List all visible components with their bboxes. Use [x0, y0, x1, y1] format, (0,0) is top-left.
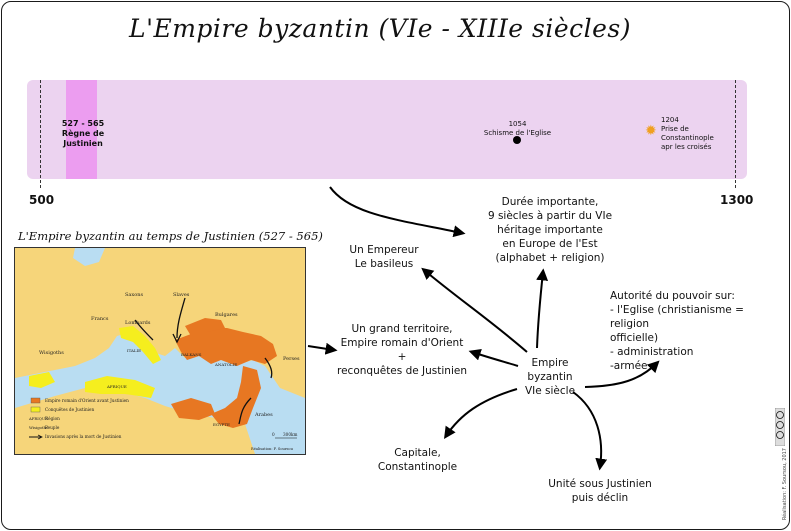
map-label-italie: ITALIE — [127, 348, 141, 353]
map-caption: L'Empire byzantin au temps de Justinien … — [18, 229, 323, 243]
event-1204: 1204 Prise de Constantinople apr les cro… — [661, 116, 714, 152]
arrow-center-to-territory — [468, 348, 519, 367]
event-1054-year: 1054 — [508, 120, 527, 128]
timeline-start-line — [40, 80, 41, 188]
map-label-egypte: EGYPTE — [213, 422, 230, 427]
reign-label: 527 - 565 Règne de Justinien — [58, 119, 108, 149]
duration-line-5: (alphabet + religion) — [495, 252, 605, 264]
arrow-center-to-emperor — [421, 267, 528, 353]
map-label-wisigoths: Wisigoths — [39, 350, 64, 356]
capital-line-2: Constantinople — [377, 461, 458, 473]
map-label-balkans: BALKANS — [181, 352, 202, 357]
map-label-afrique: AFRIQUE — [106, 384, 127, 389]
reign-label-2: Justinien — [63, 139, 103, 148]
arrow-map-to-territory — [307, 342, 338, 355]
arrow-center-to-authority — [584, 360, 660, 388]
year-start: 500 — [29, 193, 55, 207]
arrow-timeline-to-duration — [329, 186, 466, 238]
reign-band — [66, 80, 97, 179]
map-label-arabes: Arabes — [254, 412, 273, 418]
center-line-2: byzantin — [527, 371, 573, 383]
arrow-center-to-duration — [536, 268, 549, 349]
event-1204-star-icon: ✹ — [645, 123, 657, 139]
center-line-3: VIe siècle — [524, 385, 576, 397]
authority-line-2: - l'Eglise (christianisme = religion — [610, 304, 744, 330]
empire-map: Saxons Slaves Francs Bulgares Lombards W… — [14, 247, 306, 455]
map-label-saxons: Saxons — [125, 292, 143, 298]
map-label-francs: Francs — [91, 316, 109, 322]
year-end: 1300 — [720, 193, 754, 207]
unity-node: Unité sous Justinien puis déclin — [535, 477, 665, 505]
map-scale-zero: 0 — [272, 432, 275, 437]
map-label-bulgares: Bulgares — [215, 312, 238, 318]
arrow-center-to-unity — [572, 391, 608, 471]
territory-line-2: Empire romain d'Orient — [340, 337, 464, 349]
emperor-line-2: Le basileus — [354, 258, 414, 270]
duration-line-1: Durée importante, — [501, 196, 599, 208]
duration-node: Durée importante, 9 siècles à partir du … — [470, 195, 630, 265]
territory-line-3: + — [397, 351, 407, 363]
authority-line-5: -armée — [610, 360, 648, 372]
creative-commons-icon — [775, 408, 785, 446]
event-1204-label-2: Constantinople — [661, 134, 714, 142]
timeline-end-line — [735, 80, 736, 188]
map-label-slaves: Slaves — [173, 292, 190, 298]
legend-empire: Empire romain d'Orient avant Justinien — [45, 398, 129, 403]
duration-line-4: en Europe de l'Est — [502, 238, 598, 250]
legend-people-key: Wisigoths — [29, 425, 48, 430]
emperor-node: Un Empereur Le basileus — [334, 243, 434, 271]
duration-line-2: 9 siècles à partir du VIe — [487, 210, 613, 222]
event-1054: 1054 Schisme de l'Eglise — [480, 120, 555, 138]
map-author: Réalisation: F. Soursou — [251, 447, 294, 451]
arrow-center-to-capital — [444, 388, 518, 439]
center-line-1: Empire — [531, 357, 569, 369]
event-1204-label-1: Prise de — [661, 125, 689, 133]
reign-years: 527 - 565 — [61, 119, 105, 128]
page-title: L'Empire byzantin (VIe - XIIIe siècles) — [129, 14, 631, 43]
authority-line-1: Autorité du pouvoir sur: — [610, 290, 735, 302]
legend-invasions: Invasions après la mort de Justinien — [45, 434, 122, 439]
territory-node: Un grand territoire, Empire romain d'Ori… — [327, 322, 477, 378]
legend-region-key: AFRIQUE — [28, 416, 48, 421]
map-label-lombards: Lombards — [125, 320, 151, 326]
unity-line-2: puis déclin — [571, 492, 629, 504]
emperor-line-1: Un Empereur — [349, 244, 419, 256]
territory-line-1: Un grand territoire, — [351, 323, 453, 335]
authority-line-4: - administration — [610, 346, 694, 358]
map-label-anatolie: ANATOLIE — [214, 362, 237, 367]
timeline-band — [27, 80, 747, 179]
map-scale: 300km — [283, 432, 298, 437]
capital-node: Capitale, Constantinople — [365, 446, 470, 474]
authority-line-3: officielle) — [610, 332, 659, 344]
legend-region: Région — [45, 416, 60, 421]
authority-node: Autorité du pouvoir sur: - l'Eglise (chr… — [610, 289, 780, 373]
legend-conquests: Conquêtes de Justinien — [45, 407, 94, 412]
center-node: Empire byzantin VIe siècle — [510, 356, 590, 398]
legend-people: Peuple — [45, 425, 60, 430]
author-credit: Réalisation: F. Soursou, 2017 — [782, 448, 788, 521]
event-1204-year: 1204 — [661, 116, 679, 124]
capital-line-1: Capitale, — [394, 447, 441, 459]
duration-line-3: héritage importante — [497, 224, 603, 236]
event-1204-label-3: apr les croisés — [661, 143, 712, 151]
map-label-perses: Perses — [283, 356, 300, 362]
territory-line-4: reconquêtes de Justinien — [337, 365, 467, 377]
event-1054-dot — [513, 136, 521, 144]
event-1054-label: Schisme de l'Eglise — [483, 129, 552, 137]
unity-line-1: Unité sous Justinien — [548, 478, 652, 490]
reign-label-1: Règne de — [61, 129, 105, 138]
